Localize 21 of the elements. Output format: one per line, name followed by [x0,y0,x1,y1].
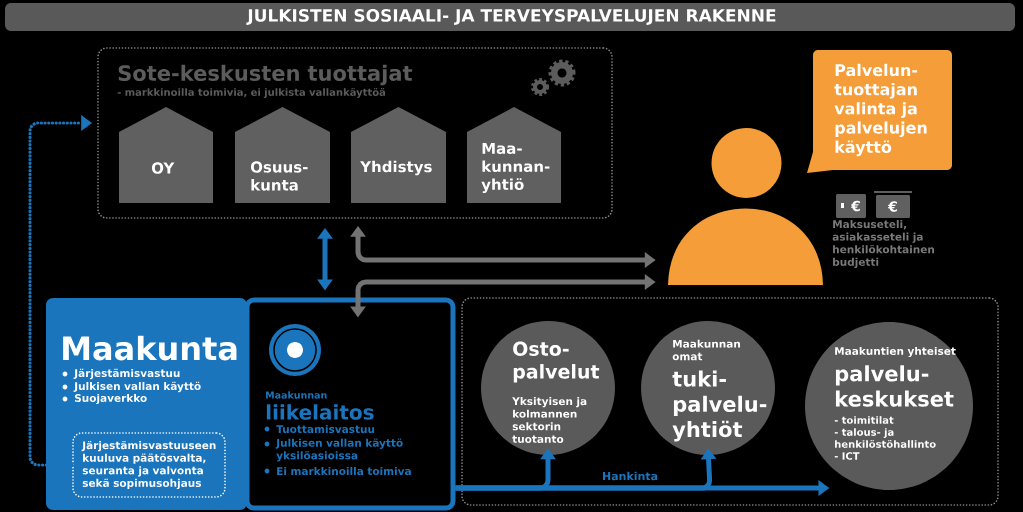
subheading: - markkinoilla toimivia, ei julkista vallankäyttöä [117,88,386,98]
bullet-item: Julkisen vallan käyttö [62,381,201,393]
bullet-item: Suojaverkko [62,393,147,405]
heading: Maakunta [63,335,237,361]
speech-bubble: Palvelun- tuottajan valinta ja palvelujen käyttö [807,50,952,173]
heading: liikelaitos [266,404,374,420]
house-box: Yhdistys [351,107,446,203]
bullet-item: Tuottamisvastuu [264,424,375,434]
title-banner: JULKISTEN SOSIAALI- JA TERVEYSPALVELUJEN RAKENNE [5,3,1015,31]
house-box: Maa- kunnan- yhtiö [467,107,561,203]
bullet-item: Julkisen vallan käyttö yksilöasioissa [264,438,403,462]
edge-label: Hankinta [600,470,660,482]
bullet-item: Ei markkinoilla toimiva [264,466,411,476]
subheading: Maakunnan [266,391,327,399]
heading: Sote-keskusten tuottajat [118,64,413,86]
house-box: OY [119,107,213,203]
caption-text: Maksuseteli, asiakasseteli ja henkilökohtainen budjetti [832,220,935,268]
dotted-frame [461,297,999,506]
bullet-item: Järjestämisvastuu [62,368,180,380]
house-box: Osuus- kunta [235,107,330,203]
note-box: Järjestämisvastuuseen kuuluva päätösvalta, seuranta ja valvonta sekä sopimusohjaus [72,432,226,498]
